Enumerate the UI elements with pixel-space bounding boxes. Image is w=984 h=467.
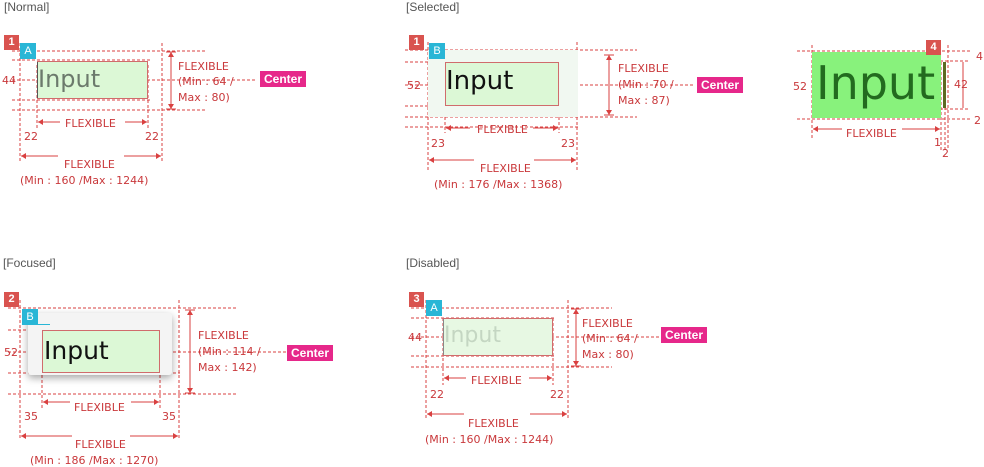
selected-input-box bbox=[445, 62, 559, 106]
focused-flex-inner: FLEXIBLE bbox=[74, 401, 125, 414]
disabled-flex-v-min: (Min : 64 / bbox=[582, 332, 638, 345]
selected-center-tag: Center bbox=[697, 77, 744, 93]
cursor-top: 4 bbox=[976, 50, 983, 63]
normal-input-text: Input bbox=[38, 65, 101, 93]
cursor-height: 52 bbox=[793, 80, 807, 93]
selected-flex-v-min: (Min : 70 / bbox=[618, 78, 674, 91]
disabled-flex-inner: FLEXIBLE bbox=[471, 374, 522, 387]
focused-tag: B bbox=[22, 309, 38, 325]
disabled-badge: 3 bbox=[409, 292, 424, 307]
disabled-padding-left: 22 bbox=[430, 388, 444, 401]
selected-tag: B bbox=[429, 43, 445, 59]
normal-caret bbox=[37, 62, 38, 98]
disabled-caret bbox=[443, 319, 444, 355]
normal-flex-w: FLEXIBLE bbox=[64, 158, 115, 171]
focused-padding-right: 35 bbox=[162, 410, 176, 423]
selected-state-label: [Selected] bbox=[406, 0, 460, 14]
disabled-padding-right: 22 bbox=[550, 388, 564, 401]
focused-flex-v: FLEXIBLE bbox=[198, 329, 249, 342]
normal-padding-left: 22 bbox=[24, 130, 38, 143]
focused-center-tag: Center bbox=[287, 345, 334, 361]
disabled-flex-w-range: (Min : 160 /Max : 1244) bbox=[425, 433, 554, 446]
focused-flex-w-range: (Min : 186 /Max : 1270) bbox=[30, 454, 159, 467]
normal-center-tag: Center bbox=[260, 71, 307, 87]
selected-flex-v: FLEXIBLE bbox=[618, 62, 669, 75]
cursor-caret bbox=[943, 62, 946, 108]
cursor-input-box bbox=[812, 52, 941, 118]
normal-flex-v: FLEXIBLE bbox=[178, 60, 229, 73]
cursor-bottom: 2 bbox=[974, 114, 981, 127]
selected-padding-left: 23 bbox=[431, 137, 445, 150]
normal-flex-w-range: (Min : 160 /Max : 1244) bbox=[20, 174, 149, 187]
disabled-center-tag: Center bbox=[661, 327, 708, 343]
selected-badge: 1 bbox=[409, 35, 424, 50]
focused-input-box bbox=[42, 330, 160, 373]
selected-input-text: Input bbox=[446, 66, 514, 96]
normal-height: 44 bbox=[2, 74, 16, 87]
disabled-flex-v: FLEXIBLE bbox=[582, 317, 633, 330]
normal-input-box bbox=[37, 61, 148, 99]
disabled-state-label: [Disabled] bbox=[406, 256, 460, 270]
cursor-inner-height: 42 bbox=[954, 78, 968, 91]
disabled-tag: A bbox=[426, 300, 442, 316]
selected-padding-right: 23 bbox=[561, 137, 575, 150]
focused-flex-v-max: Max : 142) bbox=[198, 361, 257, 374]
normal-flex-v-max: Max : 80) bbox=[178, 91, 230, 104]
disabled-flex-v-max: Max : 80) bbox=[582, 348, 634, 361]
disabled-input-box bbox=[443, 318, 553, 356]
selected-flex-w-range: (Min : 176 /Max : 1368) bbox=[434, 178, 563, 191]
normal-flex-inner: FLEXIBLE bbox=[65, 117, 116, 130]
selected-height: 52 bbox=[407, 79, 421, 92]
selected-flex-w: FLEXIBLE bbox=[480, 162, 531, 175]
cursor-flex: FLEXIBLE bbox=[846, 127, 897, 140]
cursor-gap: 2 bbox=[942, 147, 949, 160]
normal-state-label: [Normal] bbox=[4, 0, 50, 14]
focused-state-label: [Focused] bbox=[3, 256, 56, 270]
normal-badge: 1 bbox=[4, 35, 19, 50]
selected-flex-inner: FLEXIBLE bbox=[477, 123, 528, 136]
focused-height: 52 bbox=[4, 346, 18, 359]
focused-badge: 2 bbox=[4, 292, 19, 307]
focused-flex-v-min: (Min : 114 / bbox=[198, 345, 261, 358]
normal-padding-right: 22 bbox=[145, 130, 159, 143]
focused-tag-line bbox=[38, 324, 50, 325]
focused-input-text: Input bbox=[44, 336, 109, 365]
disabled-height: 44 bbox=[408, 331, 422, 344]
disabled-flex-w: FLEXIBLE bbox=[468, 417, 519, 430]
selected-flex-v-max: Max : 87) bbox=[618, 94, 670, 107]
normal-flex-v-min: (Min : 64 / bbox=[178, 75, 234, 88]
normal-tag: A bbox=[20, 43, 36, 59]
focused-flex-w: FLEXIBLE bbox=[75, 438, 126, 451]
disabled-input-text: Input bbox=[444, 323, 501, 348]
focused-padding-left: 35 bbox=[24, 410, 38, 423]
cursor-width: 1 bbox=[934, 136, 941, 149]
cursor-input-text: Input bbox=[816, 56, 936, 110]
cursor-badge: 4 bbox=[926, 40, 941, 55]
